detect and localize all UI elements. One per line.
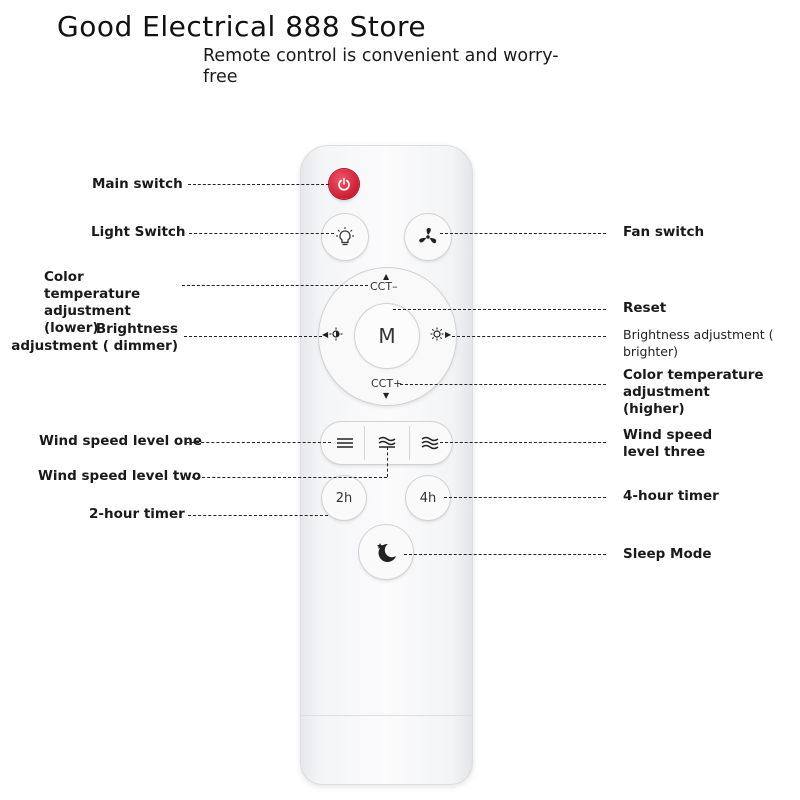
label-timer-2h: 2-hour timer [89,506,185,522]
label-wind-two: Wind speed level two [38,468,202,484]
arrow-right-icon: ▶ [445,329,452,339]
cct-plus-button[interactable]: CCT+ [371,377,403,390]
label-main-switch: Main switch [92,176,183,192]
wind-divider [409,426,410,460]
label-wind-one: Wind speed level one [39,433,202,449]
leader-wind-two-vertical [387,447,388,477]
arrow-down-icon: ▼ [383,391,390,400]
store-title: Good Electrical 888 Store [57,10,427,43]
remote-bottom-seam [300,715,473,716]
wind-high-icon [421,436,438,450]
wind-three-button[interactable] [410,425,449,461]
moon-star-icon [377,543,396,562]
label-sleep-mode: Sleep Mode [623,546,712,562]
leader-wind-three [440,442,606,443]
wind-one-button[interactable] [325,425,364,461]
fan-switch-button[interactable] [405,214,451,260]
leader-bright-dimmer [184,336,322,337]
sun-bright-icon [430,327,444,341]
leader-wind-one [186,442,331,443]
arrow-up-icon: ▲ [383,272,390,281]
leader-wind-two [187,477,387,478]
label-cct-lower: Color temperature adjustment (lower) [44,269,141,336]
power-icon [338,177,350,191]
arrow-left-icon: ◀ [322,329,329,339]
leader-light-switch [189,233,334,234]
bulb-icon [336,227,354,246]
light-switch-button[interactable] [322,214,368,260]
brightness-bright-button[interactable]: ▶ [430,327,451,341]
fan-icon [419,228,437,244]
wind-divider [364,426,365,460]
label-fan-switch: Fan switch [623,224,705,240]
leader-sleep-mode [404,554,606,555]
label-wind-three: Wind speed level three [623,427,713,460]
wind-low-icon [336,438,353,448]
leader-cct-lower [182,285,368,286]
leader-timer-4h [444,497,606,498]
brightness-dim-button[interactable]: ◀ [322,327,343,341]
leader-fan-switch [440,233,606,234]
subtitle: Remote control is convenient and worry-f… [203,46,559,87]
leader-reset [393,309,606,310]
leader-bright-brighter [452,336,606,337]
label-light-switch: Light Switch [91,224,186,240]
sleep-mode-button[interactable] [359,525,413,579]
cct-minus-button[interactable]: CCT– [370,280,398,293]
sun-dim-icon [329,327,343,341]
label-reset: Reset [623,300,667,316]
timer-2h-button[interactable]: 2h [322,476,366,520]
leader-cct-higher [400,384,606,385]
label-bright-brighter: Brightness adjustment ( brighter) [623,327,774,359]
main-switch-button[interactable] [329,169,359,199]
reset-m-button[interactable]: M [355,304,419,368]
label-timer-4h: 4-hour timer [623,488,719,504]
label-bright-dimmer: Brightness adjustment ( dimmer) [11,321,178,354]
leader-timer-2h [188,515,328,516]
leader-main-switch [188,184,329,185]
timer-4h-button[interactable]: 4h [406,476,450,520]
label-cct-higher: Color temperature adjustment (higher) [623,367,764,417]
